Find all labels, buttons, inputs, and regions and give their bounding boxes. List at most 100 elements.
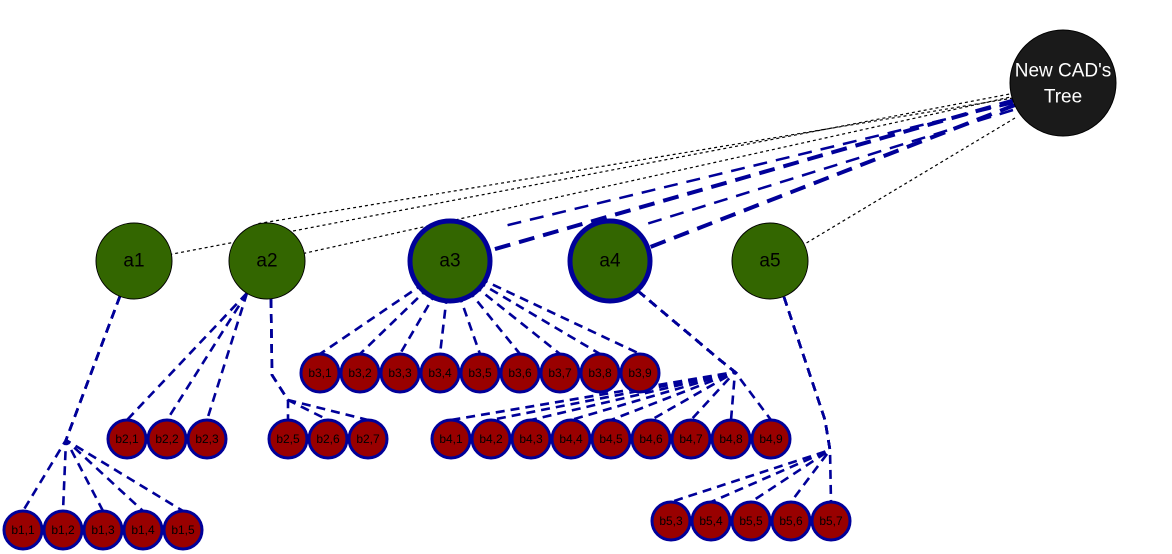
node-b5_6-circle (770, 500, 812, 542)
root-node: New CAD's Tree (1009, 29, 1117, 137)
node-b3_8-circle (579, 352, 621, 394)
node-b3_9: b3,9 (619, 352, 661, 394)
edge-root-extra (255, 97, 1014, 225)
node-b4_2: b4,2 (470, 418, 512, 460)
edge-a2-b2_3 (205, 292, 249, 421)
node-b5_7-label: b5,7 (819, 514, 843, 528)
node-b1_1-label: b1,1 (11, 523, 35, 537)
edge-a2-b2_7 (269, 298, 369, 422)
node-a2-circle (228, 222, 306, 300)
node-b3_6: b3,6 (499, 352, 541, 394)
edge-a5-b5_6 (782, 296, 832, 503)
node-b3_2-circle (339, 352, 381, 394)
node-b5_5: b5,5 (730, 500, 772, 542)
node-a3-circle (407, 218, 493, 304)
node-b3_4-label: b3,4 (428, 366, 452, 380)
node-b1_5: b1,5 (162, 509, 204, 551)
node-b2_1: b2,1 (106, 418, 148, 460)
node-b4_7-label: b4,7 (679, 432, 703, 446)
node-b3_1-circle (299, 352, 341, 394)
node-a3-label: a3 (439, 251, 460, 272)
node-b3_2: b3,2 (339, 352, 381, 394)
edge-a5-b5_4 (710, 296, 832, 504)
edge-a3-b3_4 (438, 294, 449, 355)
node-a2-label: a2 (256, 251, 277, 272)
node-b5_5-label: b5,5 (739, 514, 763, 528)
node-b3_3: b3,3 (379, 352, 421, 394)
node-b4_6-label: b4,6 (639, 432, 663, 446)
node-b1_3-circle (82, 509, 124, 551)
node-b2_1-label: b2,1 (115, 432, 139, 446)
node-b3_3-circle (379, 352, 421, 394)
node-a5: a5 (731, 222, 809, 300)
node-a4: a4 (567, 218, 653, 304)
node-b4_5: b4,5 (590, 418, 632, 460)
node-b5_4-circle (690, 500, 732, 542)
node-b1_4-circle (122, 509, 164, 551)
node-b1_4-label: b1,4 (131, 523, 155, 537)
node-b3_7-circle (539, 352, 581, 394)
node-b4_5-label: b4,5 (599, 432, 623, 446)
node-b5_3-label: b5,3 (659, 514, 683, 528)
node-b3_3-label: b3,3 (388, 366, 412, 380)
node-b3_6-circle (499, 352, 541, 394)
node-b4_3: b4,3 (510, 418, 552, 460)
node-b1_2-circle (42, 509, 84, 551)
edge-a3-b3_6 (467, 289, 522, 355)
node-b3_5-circle (459, 352, 501, 394)
node-b1_2: b1,2 (42, 509, 84, 551)
edge-a3-b3_2 (359, 286, 430, 355)
node-b2_3-label: b2,3 (195, 432, 219, 446)
node-b2_5: b2,5 (267, 418, 309, 460)
edge-root-a2 (304, 95, 1016, 254)
edge-a5-b5_7 (782, 296, 833, 503)
node-b3_4: b3,4 (419, 352, 461, 394)
edge-root-a5 (803, 117, 1016, 245)
node-b5_6: b5,6 (770, 500, 812, 542)
node-b2_7: b2,7 (347, 418, 389, 460)
node-b3_1: b3,1 (299, 352, 341, 394)
node-b4_2-circle (470, 418, 512, 460)
node-b4_5-circle (590, 418, 632, 460)
edge-a3-b3_1 (319, 282, 425, 356)
node-b4_6-circle (630, 418, 672, 460)
node-b4_9-label: b4,9 (759, 432, 783, 446)
node-b3_2-label: b3,2 (348, 366, 372, 380)
node-b4_3-label: b4,3 (519, 432, 543, 446)
node-b2_7-label: b2,7 (356, 432, 380, 446)
edge-a5-b5_3 (670, 296, 832, 504)
node-b4_8-circle (710, 418, 752, 460)
edge-root-a1 (171, 92, 1016, 255)
node-b2_2-label: b2,2 (155, 432, 179, 446)
node-b1_5-label: b1,5 (171, 523, 195, 537)
node-a1-label: a1 (123, 251, 144, 272)
edge-a3-b3_8 (476, 280, 601, 356)
node-b5_7-circle (810, 500, 852, 542)
node-b4_1-circle (430, 418, 472, 460)
node-a4-label: a4 (599, 251, 621, 272)
node-b5_7: b5,7 (810, 500, 852, 542)
node-b4_7-circle (670, 418, 712, 460)
node-b3_5: b3,5 (459, 352, 501, 394)
node-b5_3-circle (650, 500, 692, 542)
edge-a3-b3_7 (473, 284, 561, 356)
node-a4-circle (567, 218, 653, 304)
node-b4_4-label: b4,4 (559, 432, 583, 446)
edge-a1-b1_2 (61, 295, 122, 512)
node-b4_6: b4,6 (630, 418, 672, 460)
node-b5_3: b5,3 (650, 500, 692, 542)
node-b3_7-label: b3,7 (548, 366, 572, 380)
node-a2: a2 (228, 222, 306, 300)
node-a3: a3 (407, 218, 493, 304)
node-b3_5-label: b3,5 (468, 366, 492, 380)
edge-a1-b1_1 (21, 295, 122, 512)
node-a5-circle (731, 222, 809, 300)
node-b1_3-label: b1,3 (91, 523, 115, 537)
edge-a2-b2_5 (269, 298, 290, 420)
node-b4_1: b4,1 (430, 418, 472, 460)
root-node-circle (1009, 29, 1117, 137)
node-b1_4: b1,4 (122, 509, 164, 551)
node-a1-circle (95, 222, 173, 300)
node-b2_6-circle (307, 418, 349, 460)
node-b4_3-circle (510, 418, 552, 460)
